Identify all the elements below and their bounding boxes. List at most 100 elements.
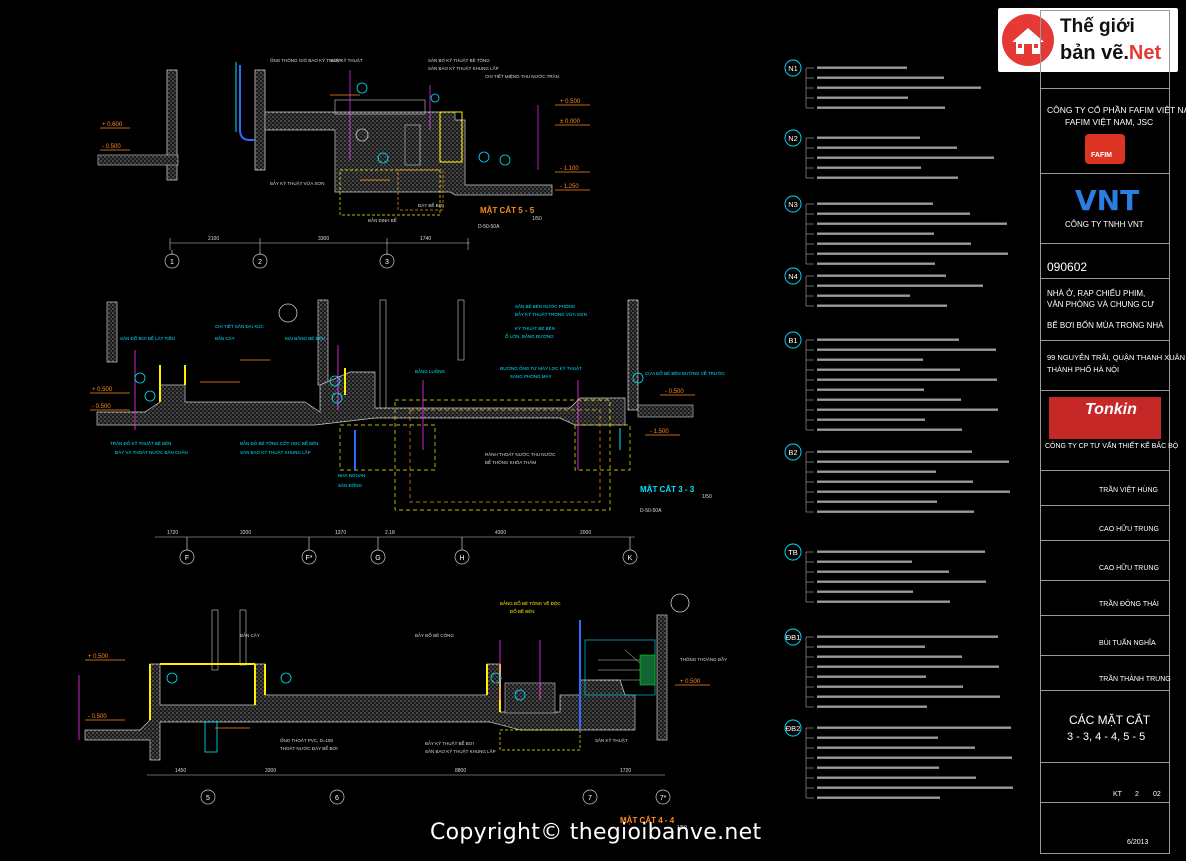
legend-tag-tb — [784, 543, 802, 561]
legend-tag-label: N1 — [788, 64, 798, 73]
section-5-5: + 0.600 - 0.500 + 0.500 ± 0.000 - 1.100 - 1… — [97, 56, 590, 269]
legend-line — [817, 550, 985, 553]
svg-text:1740: 1740 — [420, 236, 431, 242]
legend-line — [817, 695, 1000, 698]
legend-line — [817, 675, 926, 678]
svg-text:BẢN ĐỎ BÊ TÔNG CỐT HỌC BỂ BÊN: BẢN ĐỎ BÊ TÔNG CỐT HỌC BỂ BÊN — [240, 439, 318, 446]
axis-F: F — [185, 555, 189, 562]
svg-text:- 0.500: - 0.500 — [88, 714, 107, 720]
legend-line — [817, 796, 940, 799]
svg-text:BỂ THÔNG KHÓA THĂM: BỂ THÔNG KHÓA THĂM — [485, 459, 536, 465]
legend-line — [817, 635, 998, 638]
svg-text:THOÁT NƯỚC ĐÁY BỂ BƠI: THOÁT NƯỚC ĐÁY BỂ BƠI — [280, 745, 338, 751]
legend-line — [817, 560, 912, 563]
legend-line — [817, 76, 944, 79]
svg-text:BẢNG ĐỔ BÊ TÔNG VỀ ĐỘC: BẢNG ĐỔ BÊ TÔNG VỀ ĐỘC — [500, 599, 561, 606]
legend-tag-b1 — [784, 331, 802, 349]
legend-line — [817, 408, 998, 411]
svg-text:± 0.000: ± 0.000 — [560, 119, 581, 125]
section-4-4-title: MẶT CẮT 4 - 4 — [620, 816, 675, 825]
legend-line — [817, 645, 925, 648]
legend-line — [817, 746, 975, 749]
address-cell: 99 NGUYỄN TRÃI, QUẬN THANH XUÂN THÀNH PH… — [1041, 341, 1185, 391]
legend-line — [817, 786, 1013, 789]
svg-text:KỸ THUẬT BÊ BÊN: KỸ THUẬT BÊ BÊN — [515, 324, 555, 331]
svg-text:1/50: 1/50 — [702, 494, 712, 500]
svg-text:MÁI BẰNG BÊ BÊN: MÁI BẰNG BÊ BÊN — [285, 334, 325, 341]
svg-text:+ 0.600: + 0.600 — [102, 122, 123, 128]
legend-line — [817, 490, 1010, 493]
legend-line — [817, 156, 994, 159]
svg-text:SÂN ĐỐNG: SÂN ĐỐNG — [338, 482, 363, 488]
svg-text:1720: 1720 — [620, 768, 631, 774]
legend-line — [817, 388, 924, 391]
legend-tag-đb1 — [784, 628, 802, 646]
svg-text:4300: 4300 — [495, 530, 506, 536]
legend-line — [817, 212, 970, 215]
section-3-3-title: MẶT CẮT 3 - 3 — [640, 485, 695, 494]
svg-text:1450: 1450 — [175, 768, 186, 774]
legend-line — [817, 590, 913, 593]
fafim-logo: FAFIM — [1085, 134, 1125, 164]
drawing-title-cell: CÁC MẶT CẮT 3 - 3, 4 - 4, 5 - 5 — [1041, 691, 1169, 763]
svg-text:BẢN CÂY: BẢN CÂY — [240, 632, 260, 638]
svg-text:ĐÁY BỂ BƠI: ĐÁY BỂ BƠI — [418, 202, 444, 208]
legend-line — [817, 766, 939, 769]
axis-K: K — [628, 555, 633, 562]
svg-text:ĐƯỜNG ỐNG TỪ MÁY LỌC KỸ THUẬT: ĐƯỜNG ỐNG TỪ MÁY LỌC KỸ THUẬT — [500, 365, 582, 371]
legend-tag-label: N4 — [788, 272, 798, 281]
legend-line — [817, 510, 974, 513]
legend-tag-n2 — [784, 129, 802, 147]
legend-line — [817, 304, 947, 307]
svg-text:+ 0.500: + 0.500 — [560, 99, 581, 105]
svg-text:BẢNG LUỒNG: BẢNG LUỒNG — [415, 368, 446, 374]
legend-tag-b2 — [784, 443, 802, 461]
svg-text:3300: 3300 — [265, 768, 276, 774]
design-company-cell: Tonkin CÔNG TY CP TƯ VẤN THIẾT KẾ BẮC BỘ — [1041, 391, 1178, 471]
legend-line — [817, 460, 1009, 463]
svg-text:ỐNG THÔNG GIÓ BAO KỸ THUẬT: ỐNG THÔNG GIÓ BAO KỸ THUẬT — [270, 57, 342, 63]
axis-2: 2 — [258, 259, 262, 266]
legend-tag-label: ĐB2 — [786, 724, 801, 733]
svg-text:1370: 1370 — [335, 530, 346, 536]
copyright-watermark: Copyright© thegioibanve.net — [430, 820, 762, 845]
svg-text:- 0.500: - 0.500 — [102, 144, 121, 150]
axis-7-star: 7* — [660, 795, 667, 802]
svg-text:SÀN BAO KỸ THUẬT KHUNG LẮP: SÀN BAO KỸ THUẬT KHUNG LẮP — [428, 64, 499, 71]
svg-text:- 1.250: - 1.250 — [560, 184, 579, 190]
svg-text:BẢN CÂY: BẢN CÂY — [215, 335, 235, 341]
project-name-cell: NHÀ Ở, RẠP CHIẾU PHIM, VĂN PHÒNG VÀ CHUN… — [1041, 279, 1169, 341]
svg-text:- 1.100: - 1.100 — [560, 166, 579, 172]
legend-line — [817, 176, 958, 179]
legend-line — [817, 274, 946, 277]
axis-3: 3 — [385, 259, 389, 266]
legend-line — [817, 284, 983, 287]
legend-line — [817, 348, 996, 351]
svg-text:CỬA ĐỔ BÊ BÊN ĐƯỜNG VỀ TRƯỚC: CỬA ĐỔ BÊ BÊN ĐƯỜNG VỀ TRƯỚC — [645, 369, 726, 376]
legend-line — [817, 685, 963, 688]
legend-line — [817, 428, 962, 431]
svg-text:ỐNG THOÁT PVC, D=150: ỐNG THOÁT PVC, D=150 — [280, 737, 333, 743]
legend-line — [817, 480, 973, 483]
svg-text:2000: 2000 — [580, 530, 591, 536]
svg-text:SÂN BÊ BÊN NƯỚC PHÒNG: SÂN BÊ BÊN NƯỚC PHÒNG — [515, 302, 576, 309]
svg-text:3300: 3300 — [318, 236, 329, 242]
legend-line — [817, 262, 935, 265]
legend-tag-n4 — [784, 267, 802, 285]
legend-line — [817, 418, 925, 421]
legend-tag-label: TB — [788, 548, 798, 557]
legend-line — [817, 66, 907, 69]
tonkin-logo: Tonkin — [1049, 397, 1161, 439]
legend-line — [817, 202, 933, 205]
section-5-5-title: MẶT CẮT 5 - 5 — [480, 206, 535, 215]
legend-line — [817, 500, 937, 503]
svg-text:+ 0.500: + 0.500 — [92, 387, 113, 393]
legend-line — [817, 136, 920, 139]
legend-line — [817, 600, 950, 603]
svg-text:D-50-50A: D-50-50A — [478, 224, 500, 230]
legend-line — [817, 106, 945, 109]
svg-text:SÂN KỸ THUẬT: SÂN KỸ THUẬT — [595, 737, 628, 743]
svg-text:BẢY KỸ THUẬT VỮA SƠN: BẢY KỸ THUẬT VỮA SƠN — [270, 180, 324, 186]
axis-F-star: F* — [306, 555, 313, 562]
